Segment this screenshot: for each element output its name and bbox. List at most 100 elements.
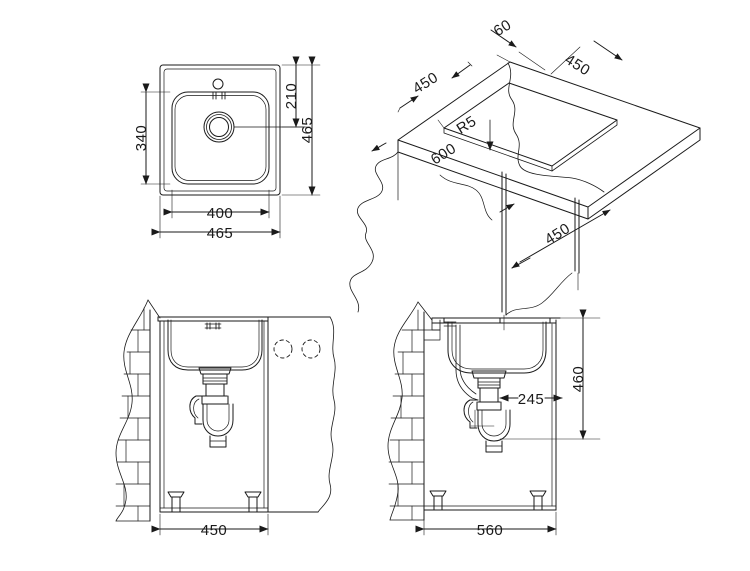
drain-body (202, 373, 228, 385)
foot-left-cap (167, 491, 185, 498)
dim-label-450-front: 450 (201, 522, 228, 539)
ext-450-bottom (503, 272, 579, 331)
bowl-side-inner (451, 321, 544, 370)
trap-bowl-inner (206, 403, 230, 432)
foot-right-stem (248, 496, 258, 513)
overflow-inlet (443, 321, 457, 327)
trap-bowl-side (477, 409, 511, 442)
worktop-right-edge (587, 127, 701, 220)
trap-connector-side (476, 401, 502, 411)
worktop-top-face (397, 61, 701, 208)
dim-label-465-width: 465 (207, 225, 234, 242)
foot-left-stem (171, 496, 181, 513)
drain-outer-ring (203, 111, 235, 143)
side-section-view (387, 301, 601, 536)
drain-flange (198, 367, 232, 375)
trap-bowl-inner-side (481, 409, 507, 437)
dim-label-210: 210 (283, 83, 300, 110)
dim-450-bottom-line (519, 209, 611, 263)
trap-inlet-inner (193, 398, 200, 419)
apron-break-line-left (356, 151, 399, 234)
drain-body-side (477, 377, 501, 389)
trap-connector (201, 395, 229, 405)
trap-outlet-side (485, 440, 503, 453)
cabinet-bottom-break (505, 272, 573, 316)
dim-line-600-a (371, 142, 387, 152)
overflow-mark-front (206, 322, 220, 330)
wall-ledge-lower (423, 329, 441, 341)
bowl-side-outline (447, 321, 547, 374)
dim-label-450-left: 450 (410, 69, 442, 97)
trap-arm-end (194, 417, 203, 425)
dim-label-340: 340 (133, 125, 150, 152)
dim-label-r5: R5 (454, 113, 480, 138)
dim-label-450-cabinet: 450 (542, 220, 574, 248)
sink-rim-inner (163, 68, 277, 192)
lead-450tr (550, 46, 581, 75)
drain-flange-side (471, 370, 507, 379)
dim-label-560: 560 (477, 522, 504, 539)
cutout-inner-wall (443, 127, 553, 172)
trap-inlet-inner-side (468, 401, 474, 423)
dim-label-245: 245 (518, 391, 545, 408)
cutout-inner-wall-right (551, 119, 618, 172)
cabinet-break-line (439, 174, 493, 221)
ext-lines-60 (437, 54, 511, 129)
sink-bowl-outer (171, 91, 270, 185)
sink-outer-rim (159, 64, 281, 196)
tap-hole (212, 78, 224, 90)
trap-inlet-arm (189, 395, 204, 419)
brick-verticals (123, 307, 145, 522)
wall-break-line-side (387, 301, 419, 521)
foot-left-stem-side (433, 495, 443, 511)
bowl-section-outline (167, 319, 263, 371)
worktop-ends (157, 316, 269, 322)
overflow-pipe-bend2 (459, 367, 477, 395)
bowl-section-inner (170, 319, 260, 368)
wall-break-line (115, 299, 149, 522)
dim-line-60 (490, 29, 517, 48)
overflow-bracket (204, 323, 222, 329)
hidden-circle-left (273, 339, 293, 359)
foot-right-stem-side (533, 495, 543, 511)
wall-break-top-side (417, 301, 433, 321)
isometric-cutout-view (349, 29, 701, 331)
drain-threads (202, 377, 228, 382)
cabinet-side-panels (159, 320, 269, 513)
wall-break-top (147, 299, 161, 319)
dim-label-400: 400 (207, 205, 234, 222)
dim-label-460: 460 (570, 366, 587, 393)
trap-inlet-side (463, 399, 479, 423)
bowl-rim-ends (443, 317, 551, 324)
hidden-circle-right (301, 339, 321, 359)
dim-line-450-left2 (399, 95, 419, 109)
dim-label-465-depth: 465 (299, 117, 316, 144)
splashback-lip (431, 317, 441, 331)
overflow-slots (212, 91, 226, 100)
brick-courses (115, 329, 151, 507)
worktop-right-side (499, 317, 561, 324)
foot-left-cap-side (429, 490, 447, 497)
foot-right-cap (244, 491, 262, 498)
tailpiece-side (479, 387, 499, 403)
dim-label-60: 60 (491, 16, 515, 40)
overflow-pipe-bend (455, 369, 479, 401)
top-plan-view (140, 56, 321, 239)
dim-label-450-right: 450 (562, 51, 594, 79)
brick-verticals-side (397, 309, 419, 521)
front-section-view (115, 299, 336, 536)
drain-mid-ring (206, 114, 232, 140)
tailpiece (205, 383, 225, 397)
brick-courses-side (388, 329, 425, 507)
trap-bowl (202, 403, 234, 437)
drain-nuts-side (477, 387, 501, 403)
ext-line-450tr (518, 51, 546, 71)
dim-line-450-tr (593, 40, 623, 61)
trap-arm-end-side (469, 421, 478, 429)
dim-line-600-b (499, 203, 515, 213)
worktop-front-edge (397, 139, 589, 220)
apron-break-line-left2 (349, 232, 374, 313)
trap-outlet (209, 435, 227, 448)
